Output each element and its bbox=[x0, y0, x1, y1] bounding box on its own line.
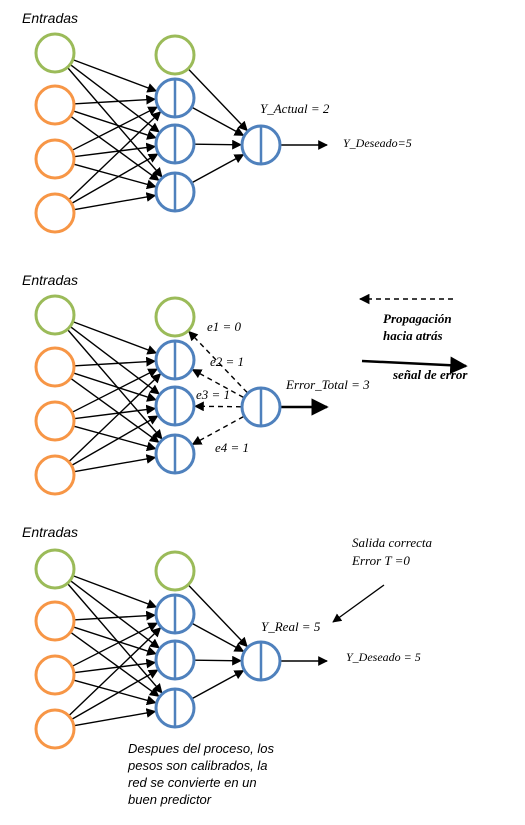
panel2-edge-in1-h3 bbox=[70, 326, 160, 395]
panel1-edge-in4-h4 bbox=[74, 192, 157, 211]
panel1-edge-in4-h3 bbox=[71, 153, 159, 204]
panel1-edge-in1-h2 bbox=[73, 59, 158, 93]
panel3-edge-in4-h4 bbox=[74, 708, 157, 727]
panel2-edge-in4-h2 bbox=[68, 373, 162, 462]
panel3-edge-in1-h2 bbox=[73, 575, 158, 609]
legend-solid-arrow bbox=[361, 356, 468, 374]
panel3-note-line4: buen predictor bbox=[128, 792, 212, 807]
panel3-hidden-node-1 bbox=[154, 550, 196, 592]
panel2-edge-in4-h4 bbox=[74, 454, 157, 473]
panel3-edge-in4-h3 bbox=[71, 669, 159, 720]
panel1-edge-h3-out bbox=[194, 139, 242, 150]
panel3-edge-in2-h4 bbox=[70, 632, 160, 697]
panel2-e3-label: e3 = 1 bbox=[196, 387, 230, 402]
panel3-note-line1: Despues del proceso, los bbox=[128, 741, 274, 756]
panel1-edge-in3-h4 bbox=[74, 163, 157, 190]
panel3-salida-line2: Error T =0 bbox=[351, 553, 410, 568]
panel1-edge-in3-h2 bbox=[72, 106, 159, 151]
panel1-entradas-label: Entradas bbox=[22, 10, 78, 26]
panel1-edge-in1-h3 bbox=[70, 64, 160, 133]
panel2-edge-in1-h4 bbox=[67, 329, 163, 440]
panel3-edge-in4-h2 bbox=[68, 627, 162, 716]
panel2-legend-backprop-line2: hacia atrás bbox=[383, 328, 443, 343]
panel1-edge-in2-h3 bbox=[73, 110, 157, 140]
panel2-input-node-2 bbox=[34, 346, 76, 388]
panel3-y-deseado-label: Y_Deseado = 5 bbox=[346, 650, 421, 664]
panel2-input-node-4 bbox=[34, 454, 76, 496]
panel2-legend-signal-label: señal de error bbox=[392, 367, 468, 382]
panel3-edge-h4-out bbox=[192, 669, 245, 700]
panel3-edge-h3-out bbox=[194, 655, 242, 666]
panel2-error-edge-h3 bbox=[194, 401, 242, 412]
panel1-y-actual-label: Y_Actual = 2 bbox=[260, 101, 330, 116]
panel1-edge-h4-out bbox=[192, 153, 245, 184]
panel2-error-total-label: Error_Total = 3 bbox=[285, 377, 370, 392]
panel3-edge-in3-h4 bbox=[74, 679, 157, 706]
panel2-edge-in2-h3 bbox=[73, 372, 157, 402]
panel3-entradas-label: Entradas bbox=[22, 524, 78, 540]
salida-pointer-arrow bbox=[332, 584, 385, 623]
panel1-edge-in1-h4 bbox=[67, 67, 163, 178]
panel2-edge-in2-h2 bbox=[74, 356, 157, 367]
panel1-input-node-4 bbox=[34, 192, 76, 234]
panel2-e4-label: e4 = 1 bbox=[215, 440, 249, 455]
panel2-hidden-node-1 bbox=[154, 296, 196, 338]
panel3-edge-in3-h2 bbox=[72, 622, 159, 667]
panel3-input-node-4 bbox=[34, 708, 76, 750]
panel2-edge-in3-h4 bbox=[74, 425, 157, 452]
panel1-edge-in2-h4 bbox=[70, 116, 160, 181]
panel1-edge-in4-h2 bbox=[68, 111, 162, 200]
panel2-legend-backprop-line1: Propagación bbox=[383, 311, 452, 326]
panel1-edge-in3-h3 bbox=[74, 142, 157, 158]
panel2-edge-in1-h2 bbox=[73, 321, 158, 355]
panel3-input-node-2 bbox=[34, 600, 76, 642]
panel3-salida-line1: Salida correcta bbox=[352, 535, 433, 550]
panel3-y-real-label: Y_Real = 5 bbox=[261, 619, 321, 634]
panel3-note-line3: red se convierte en un bbox=[128, 775, 257, 790]
panel1-edge-in2-h2 bbox=[74, 94, 157, 105]
panel2-edge-in3-h3 bbox=[74, 404, 157, 420]
panel2-error-edge-h4 bbox=[191, 415, 244, 446]
panel3-edge-in1-h4 bbox=[67, 583, 163, 694]
panel1-edge-h2-out bbox=[192, 106, 245, 137]
panel1-input-node-1 bbox=[34, 32, 76, 74]
panel2-edge-in3-h2 bbox=[72, 368, 159, 413]
panel2-error-edge-h2 bbox=[191, 368, 244, 399]
panel1-input-node-3 bbox=[34, 138, 76, 180]
panel2-input-node-1 bbox=[34, 294, 76, 336]
panel3-input-node-3 bbox=[34, 654, 76, 696]
panel2-e1-label: e1 = 0 bbox=[207, 319, 242, 334]
panel1-hidden-node-1 bbox=[154, 34, 196, 76]
panel1-y-deseado-label: Y_Deseado=5 bbox=[343, 136, 412, 150]
panel3-note-line2: pesos son calibrados, la bbox=[127, 758, 267, 773]
panel2-input-node-3 bbox=[34, 400, 76, 442]
panel1-edge-h1-out bbox=[188, 68, 248, 132]
panel3-edge-h1-out bbox=[188, 584, 248, 648]
panel1-input-node-2 bbox=[34, 84, 76, 126]
panel2-entradas-label: Entradas bbox=[22, 272, 78, 288]
panel3-edge-in2-h2 bbox=[74, 610, 157, 621]
panel2-e2-label: e2 = 1 bbox=[210, 354, 244, 369]
panel3-edge-in2-h3 bbox=[73, 626, 157, 656]
panel3-input-node-1 bbox=[34, 548, 76, 590]
panel3-edge-in3-h3 bbox=[74, 658, 157, 674]
panel2-edge-in2-h4 bbox=[70, 378, 160, 443]
panel3-edge-in1-h3 bbox=[70, 580, 160, 649]
panel2-edge-in4-h3 bbox=[71, 415, 159, 466]
panel3-edge-h2-out bbox=[192, 622, 245, 653]
